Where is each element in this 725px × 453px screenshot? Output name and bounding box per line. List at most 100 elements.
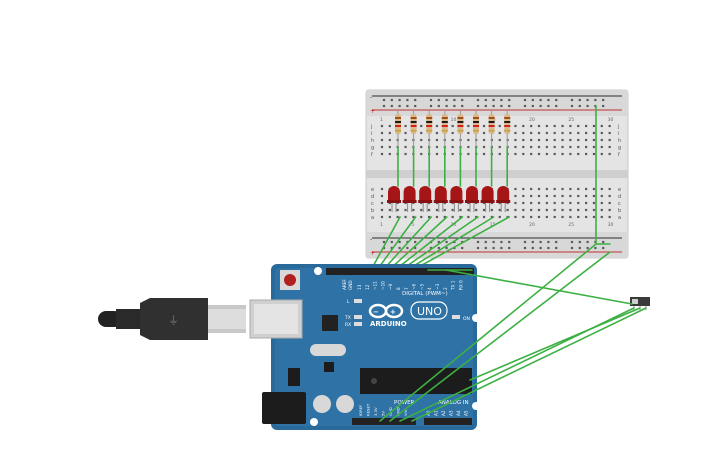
pin-label: ~11 — [373, 281, 378, 290]
row-letter: a — [371, 215, 374, 221]
leds — [387, 186, 511, 212]
pin-label: GND — [396, 407, 401, 416]
column-number: 10 — [451, 222, 457, 228]
arduino-logo: − + — [368, 303, 404, 319]
pin-label: 3.3V — [373, 407, 378, 416]
rail-plus-label-bottom: + — [370, 250, 375, 257]
pin-label: 4 — [427, 287, 432, 290]
pin-label: 13 — [357, 284, 362, 290]
wire — [411, 307, 647, 422]
pin-label: 8 — [396, 287, 401, 290]
pin-label: 7 — [404, 287, 409, 290]
pin-label: Vin — [403, 409, 408, 416]
pin-label: ~6 — [412, 283, 417, 290]
column-number: 10 — [451, 117, 457, 123]
pin-label: ~5 — [419, 283, 424, 290]
breadboard-labels: jjiihhggffeeddccbbaa11551010151520202525… — [370, 117, 621, 228]
resistor[interactable] — [441, 110, 448, 147]
resistors — [395, 110, 511, 147]
pin-label: 12 — [365, 284, 370, 290]
row-letter: h — [371, 138, 374, 144]
wire — [376, 216, 417, 271]
row-letter: f — [618, 152, 620, 158]
resistor[interactable] — [426, 110, 433, 147]
led[interactable] — [465, 186, 479, 212]
resistor[interactable] — [395, 110, 401, 147]
plus-sign: + — [390, 308, 396, 316]
analog-header[interactable] — [424, 418, 472, 425]
on-label: ON — [463, 316, 470, 322]
led[interactable] — [387, 186, 401, 212]
resistor[interactable] — [410, 110, 417, 147]
pin-label: 2 — [443, 287, 448, 290]
wire — [400, 216, 479, 271]
l-label: L — [347, 299, 350, 305]
power-header[interactable] — [352, 418, 416, 425]
row-letter: e — [371, 187, 374, 193]
wire — [389, 251, 611, 422]
pin-label: A5 — [464, 410, 469, 416]
led[interactable] — [496, 186, 511, 212]
row-letter: b — [371, 208, 374, 214]
row-letter: i — [371, 131, 372, 137]
row-letter: c — [371, 201, 374, 207]
column-number: 1 — [380, 117, 383, 123]
pin-label: TX 1 — [451, 280, 456, 291]
resistor[interactable] — [488, 110, 495, 147]
led[interactable] — [418, 186, 433, 212]
row-letter: i — [618, 131, 619, 137]
row-letter: b — [618, 208, 621, 214]
resistor[interactable] — [504, 110, 511, 147]
resistor[interactable] — [473, 110, 479, 147]
pin-label: GND — [348, 280, 353, 290]
row-letter: j — [370, 124, 372, 130]
digital-header[interactable] — [326, 268, 474, 275]
led[interactable] — [480, 186, 495, 212]
pin-label: A4 — [456, 410, 461, 416]
led[interactable] — [402, 186, 417, 212]
wires-top — [379, 243, 647, 422]
model-label: UNO — [417, 305, 442, 318]
usb-icon: ⏚ — [168, 314, 179, 327]
wire — [370, 216, 401, 271]
column-number: 5 — [411, 222, 414, 228]
rail-minus-label: - — [370, 94, 372, 101]
pin-label: ~10 — [380, 281, 385, 290]
brand-label: ARDUINO — [370, 320, 407, 328]
column-number: 30 — [608, 222, 614, 228]
row-letter: a — [618, 215, 621, 221]
row-letter: d — [618, 194, 621, 200]
pin-label: ~3 — [435, 283, 440, 290]
led[interactable] — [433, 186, 448, 212]
pin-label: RX 0 — [458, 280, 463, 290]
resistor[interactable] — [457, 110, 464, 147]
rx-label: RX — [345, 322, 351, 328]
pin-label: RESET — [366, 403, 371, 416]
row-letter: g — [371, 145, 374, 151]
breadboard[interactable]: - + - + jjiihhggffeeddccbbaa115510101515… — [365, 89, 629, 259]
column-number: 25 — [568, 222, 574, 228]
rail-minus-label-bottom: - — [370, 236, 372, 243]
pin-label: IOREF — [358, 405, 363, 416]
column-number: 15 — [490, 222, 496, 228]
usb-cable: ⏚ — [98, 298, 246, 340]
led[interactable] — [449, 186, 464, 212]
pin-label: A3 — [449, 410, 454, 416]
minus-sign: − — [373, 308, 379, 316]
pin-label: A1 — [434, 410, 439, 416]
pin-label: ~9 — [388, 283, 393, 290]
row-letter: d — [371, 194, 374, 200]
wire — [445, 269, 633, 305]
pin-label: A2 — [441, 410, 446, 416]
column-number: 25 — [568, 117, 574, 123]
row-letter: e — [618, 187, 621, 193]
analog-label: ANALOG IN — [438, 400, 469, 406]
column-number: 20 — [529, 222, 535, 228]
column-number: 20 — [529, 117, 535, 123]
wires — [370, 105, 611, 271]
arduino-board[interactable]: − + UNO ARDUINO DIGITAL (PWM~) ANALOG IN… — [249, 264, 480, 430]
wire — [379, 243, 597, 422]
pin-label: AREF — [342, 279, 347, 290]
